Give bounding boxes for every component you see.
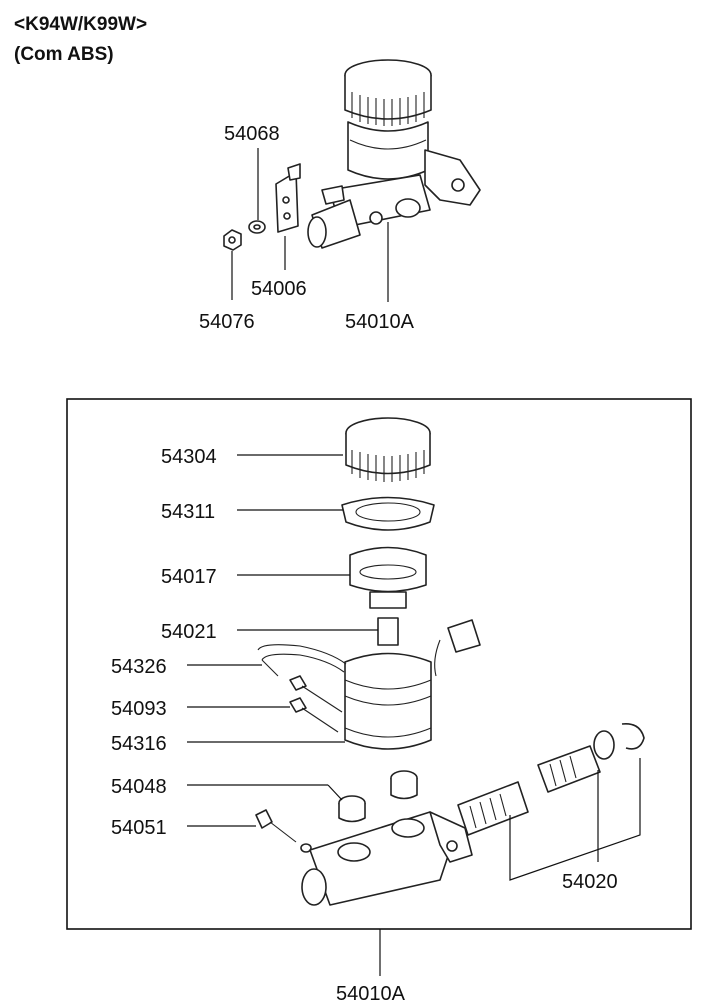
part-number-54326: 54326 xyxy=(111,656,167,678)
exploded-components xyxy=(255,417,645,906)
exploded-view-frame xyxy=(66,398,692,930)
part-number-54068: 54068 xyxy=(224,123,280,145)
part-number-54017: 54017 xyxy=(161,566,217,588)
part-number-54048: 54048 xyxy=(111,776,167,798)
leader-54020-bracket xyxy=(509,758,641,881)
part-number-54051: 54051 xyxy=(111,817,167,839)
part-number-54010A-upper: 54010A xyxy=(345,311,415,333)
leader-54048-b xyxy=(327,784,343,801)
part-number-54021: 54021 xyxy=(161,621,217,643)
part-number-54311: 54311 xyxy=(161,501,215,523)
part-number-54316: 54316 xyxy=(111,733,167,755)
model-variant: (Com ABS) xyxy=(14,44,114,65)
part-number-54093: 54093 xyxy=(111,698,167,720)
part-number-54020: 54020 xyxy=(562,871,618,893)
part-number-54304: 54304 xyxy=(161,446,217,468)
model-code: <K94W/K99W> xyxy=(14,14,147,35)
part-number-54076: 54076 xyxy=(199,311,255,333)
part-number-54010A-bottom: 54010A xyxy=(336,983,406,1005)
upper-master-cylinder-assembly xyxy=(223,59,481,251)
part-number-54006: 54006 xyxy=(251,278,307,300)
